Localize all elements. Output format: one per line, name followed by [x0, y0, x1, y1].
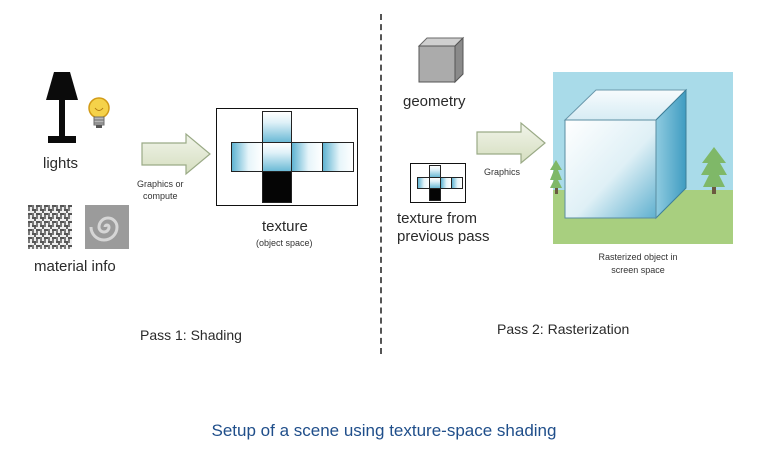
texture-face-center: [262, 142, 292, 172]
texture-face-far-right: [322, 142, 354, 172]
rasterized-scene: [553, 72, 733, 244]
tree-icon: [701, 147, 727, 194]
lights-label: lights: [43, 155, 79, 172]
material-info-label: material info: [34, 258, 116, 275]
figure-caption: Setup of a scene using texture-space sha…: [211, 421, 557, 440]
texture-from-previous-pass-label: texture from previous pass: [397, 210, 490, 245]
pass2-label: Pass 2: Rasterization: [497, 321, 630, 337]
fabric-texture-icon: [28, 205, 72, 249]
geometry-label: geometry: [403, 93, 466, 110]
graphics-label: Graphics: [484, 167, 521, 177]
texture-face-top: [262, 111, 292, 143]
pass1-label: Pass 1: Shading: [140, 327, 242, 343]
texture-face-left: [231, 142, 263, 172]
lightbulb-icon: [88, 97, 110, 128]
thumb-face-far-right: [451, 177, 463, 189]
dashed-divider: [380, 14, 382, 354]
thumb-face-bottom: [429, 188, 441, 201]
texture-label: texture: [262, 218, 308, 235]
lamp-icon: [46, 72, 78, 143]
process-arrow-2: [476, 121, 546, 165]
texture-box: [216, 108, 358, 206]
tree-icon: [550, 160, 562, 194]
gray-cube-icon: [417, 36, 465, 84]
texture-face-right: [291, 142, 323, 172]
graphics-or-compute-label: Graphics or compute: [137, 179, 184, 201]
swirl-texture-icon: [85, 205, 129, 249]
object-space-label: (object space): [256, 238, 313, 248]
previous-pass-texture: [410, 163, 466, 203]
process-arrow-1: [141, 132, 211, 176]
texture-face-bottom: [262, 171, 292, 203]
rasterized-label: Rasterized object in screen space: [598, 252, 678, 275]
